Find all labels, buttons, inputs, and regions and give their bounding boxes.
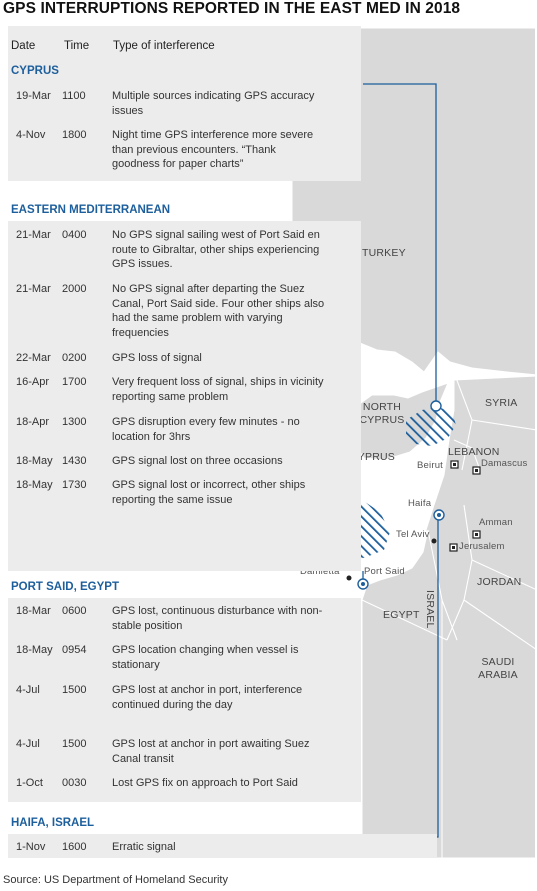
amman-capital-dot: [475, 533, 478, 536]
incident-date: 21-Mar: [16, 283, 51, 295]
incident-date: 4-Nov: [16, 129, 46, 141]
label-beirut: Beirut: [417, 460, 444, 471]
label-syria: SYRIA: [485, 397, 518, 409]
source-note: Source: US Department of Homeland Securi…: [3, 874, 228, 886]
label-jerusalem: Jerusalem: [459, 541, 505, 552]
country-borders: [361, 361, 535, 650]
beirut-capital-dot: [453, 463, 456, 466]
damascus-capital-dot: [475, 469, 478, 472]
incident-description: Lost GPS fix on approach to Port Said: [112, 777, 298, 789]
incident-date: 16-Apr: [16, 376, 50, 388]
header-type: Type of interference: [113, 40, 215, 52]
header-date: Date: [11, 40, 36, 52]
region-title-port-said: PORT SAID, EGYPT: [11, 581, 119, 593]
label-amman: Amman: [479, 517, 513, 528]
incident-date: 21-Mar: [16, 229, 51, 241]
label-jordan: JORDAN: [477, 576, 522, 588]
jerusalem-capital-dot: [452, 546, 455, 549]
incident-time: 1730: [62, 479, 87, 491]
cyprus-panel: [8, 26, 361, 181]
incident-time: 0030: [62, 777, 87, 789]
port-said-panel: [8, 598, 361, 802]
label-haifa: Haifa: [408, 498, 432, 509]
incident-description: Night time GPS interference more severe …: [112, 129, 314, 170]
incident-description: No GPS signal after departing the Suez C…: [112, 283, 325, 339]
label-israel: ISRAEL: [424, 590, 436, 629]
header-time: Time: [64, 40, 90, 52]
incident-description: Erratic signal: [112, 841, 176, 853]
incident-time: 0600: [62, 605, 87, 617]
haifa-marker-dot: [437, 513, 441, 517]
label-turkey: TURKEY: [362, 247, 406, 259]
incident-time: 1700: [62, 376, 87, 388]
label-damascus: Damascus: [481, 458, 528, 469]
incident-description: GPS lost at anchor in port awaiting Suez…: [112, 738, 310, 765]
label-north-cyprus: NORTH CYPRUS: [359, 401, 405, 426]
incident-date: 1-Oct: [16, 777, 43, 789]
incident-time: 1600: [62, 841, 87, 853]
incident-date: 4-Jul: [16, 738, 40, 750]
incident-description: GPS loss of signal: [112, 352, 202, 364]
incident-date: 18-Apr: [16, 416, 50, 428]
egypt-landmass: [361, 529, 443, 858]
incident-date: 1-Nov: [16, 841, 46, 853]
label-tel-aviv: Tel Aviv: [396, 529, 430, 540]
chart-title: GPS INTERRUPTIONS REPORTED IN THE EAST M…: [3, 0, 461, 17]
incident-time: 2000: [62, 283, 87, 295]
incident-description: GPS signal lost on three occasions: [112, 455, 283, 467]
incident-date: 18-Mar: [16, 605, 51, 617]
incident-date: 18-May: [16, 644, 53, 656]
label-cyprus: CYPRUS: [350, 451, 395, 463]
incident-date: 22-Mar: [16, 352, 51, 364]
incident-description: Multiple sources indicating GPS accuracy…: [112, 90, 315, 117]
incident-description: GPS lost, continuous disturbance with no…: [112, 605, 323, 632]
table-header: Date Time Type of interference: [8, 27, 448, 61]
incident-date: 19-Mar: [16, 90, 51, 102]
incident-description: GPS signal lost or incorrect, other ship…: [112, 479, 306, 506]
label-egypt: EGYPT: [383, 609, 420, 621]
incident-description: No GPS signal sailing west of Port Said …: [112, 229, 320, 270]
incident-time: 1300: [62, 416, 87, 428]
region-title-eastern-mediterranean: EASTERN MEDITERRANEAN: [11, 204, 171, 216]
tel-aviv-dot: [431, 538, 437, 544]
port-said-marker-dot: [361, 582, 365, 586]
incident-time: 1500: [62, 684, 87, 696]
damietta-dot: [346, 575, 352, 581]
incident-description: GPS disruption every few minutes - no lo…: [112, 416, 300, 443]
cyprus-marker[interactable]: [430, 400, 442, 412]
incident-time: 0400: [62, 229, 87, 241]
label-damietta: Damietta: [300, 566, 340, 577]
incident-time: 0200: [62, 352, 87, 364]
label-saudi-arabia: SAUDI ARABIA: [478, 656, 518, 681]
incident-time: 1500: [62, 738, 87, 750]
region-title-cyprus: CYPRUS: [11, 65, 59, 77]
incident-date: 18-May: [16, 479, 53, 491]
incident-description: GPS lost at anchor in port, interference…: [112, 684, 303, 711]
region-title-haifa: HAIFA, ISRAEL: [11, 817, 95, 829]
label-port-said: Port Said: [364, 566, 405, 577]
incident-time: 1800: [62, 129, 87, 141]
label-lebanon: LEBANON: [448, 446, 500, 458]
incident-description: Very frequent loss of signal, ships in v…: [112, 376, 324, 403]
incident-date: 18-May: [16, 455, 53, 467]
incident-time: 0954: [62, 644, 87, 656]
cyprus-interference-zone: [406, 407, 456, 446]
incident-date: 4-Jul: [16, 684, 40, 696]
incident-time: 1100: [62, 90, 86, 102]
incident-time: 1430: [62, 455, 87, 467]
incident-description: GPS location changing when vessel is sta…: [112, 644, 299, 671]
haifa-panel: [8, 834, 437, 858]
eastern-med-panel: [8, 221, 361, 571]
